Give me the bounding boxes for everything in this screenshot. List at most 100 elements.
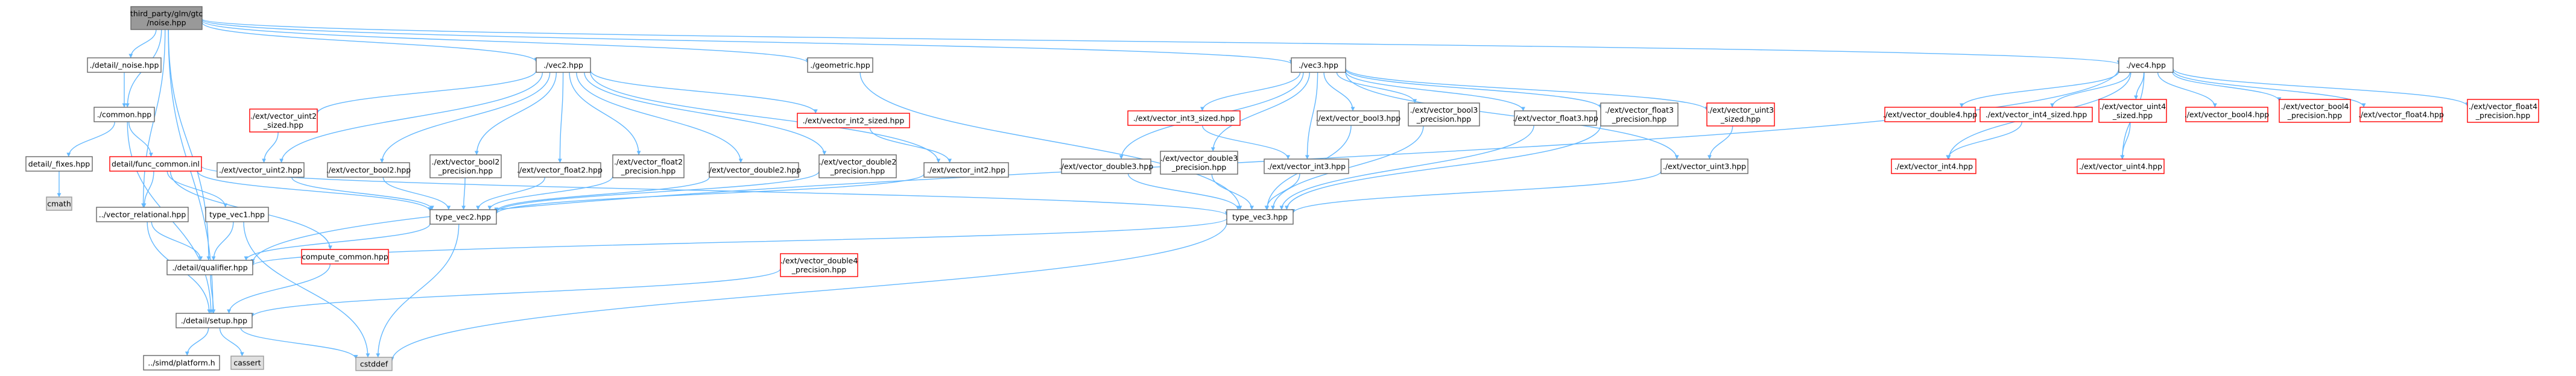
edge-type_vec1-to-qualifier bbox=[211, 221, 234, 261]
edge-line bbox=[142, 171, 154, 208]
node-uint3[interactable]: ./ext/vector_uint3.hpp bbox=[1660, 158, 1748, 174]
node-box bbox=[301, 249, 389, 265]
node-vec3[interactable]: ./vec3.hpp bbox=[1291, 57, 1346, 73]
edge-line bbox=[291, 177, 434, 210]
edge-qualifier-to-setup bbox=[210, 274, 216, 314]
node-type_vec2[interactable]: type_vec2.hpp bbox=[429, 209, 497, 225]
node-label: ../simd/platform.h bbox=[148, 359, 215, 368]
node-double2[interactable]: ./ext/vector_double2.hpp bbox=[707, 162, 801, 178]
node-box bbox=[2077, 158, 2165, 174]
node-uint4_sized[interactable]: ./ext/vector_uint4_sized.hpp bbox=[2098, 99, 2167, 123]
node-type_vec3[interactable]: type_vec3.hpp bbox=[1226, 209, 1294, 225]
node-type_vec1[interactable]: type_vec1.hpp bbox=[205, 207, 269, 222]
edge-line bbox=[1305, 72, 1318, 160]
edge-line bbox=[201, 19, 1294, 64]
edge-float3-to-type_vec3 bbox=[1279, 125, 1534, 210]
node-box bbox=[709, 162, 799, 178]
node-double3_precision[interactable]: ./ext/vector_double3_precision.hpp bbox=[1160, 151, 1238, 175]
edge-line bbox=[250, 218, 1227, 266]
edge-line bbox=[1201, 125, 1291, 160]
node-bool4_precision[interactable]: ./ext/vector_bool4_precision.hpp bbox=[2279, 99, 2351, 123]
node-double3[interactable]: ./ext/vector_double3.hpp bbox=[1059, 158, 1153, 174]
node-int3_sized[interactable]: ./ext/vector_int3_sized.hpp bbox=[1127, 110, 1241, 126]
edge-vec4-to-bool4_precision bbox=[2172, 72, 2282, 102]
node-detail_noise[interactable]: ./detail/_noise.hpp bbox=[87, 57, 162, 73]
node-label: /noise.hpp bbox=[147, 18, 186, 27]
node-label: ./detail/setup.hpp bbox=[181, 316, 247, 325]
node-box bbox=[1979, 107, 2093, 122]
node-setup[interactable]: ./detail/setup.hpp bbox=[176, 313, 253, 328]
node-label: type_vec3.hpp bbox=[1232, 213, 1288, 222]
node-label: ./ext/vector_float3.hpp bbox=[1513, 114, 1598, 123]
node-float3_precision[interactable]: ./ext/vector_float3_precision.hpp bbox=[1600, 102, 1679, 127]
node-double4[interactable]: ./ext/vector_double4.hpp bbox=[1883, 107, 1977, 122]
node-vector_relational[interactable]: ../vector_relational.hpp bbox=[96, 207, 189, 222]
node-bool2_precision[interactable]: ./ext/vector_bool2_precision.hpp bbox=[429, 154, 502, 178]
node-label: ./ext/vector_uint2.hpp bbox=[219, 166, 302, 175]
node-qualifier[interactable]: ./detail/qualifier.hpp bbox=[166, 260, 253, 275]
edge-vec2-to-float2_precision bbox=[569, 72, 641, 155]
node-noise[interactable]: third_party/glm/gtc/noise.hpp bbox=[130, 6, 203, 30]
node-box bbox=[612, 154, 685, 178]
node-int2[interactable]: ./ext/vector_int2.hpp bbox=[923, 162, 1009, 178]
node-label: third_party/glm/gtc bbox=[130, 9, 203, 18]
edge-line bbox=[1279, 125, 1534, 210]
node-uint2_sized[interactable]: ./ext/vector_uint2_sized.hpp bbox=[249, 108, 318, 133]
node-label: ./geometric.hpp bbox=[810, 61, 870, 70]
node-double4_precision[interactable]: ./ext/vector_double4_precision.hpp bbox=[780, 253, 858, 277]
node-float2[interactable]: ./ext/vector_float2.hpp bbox=[517, 162, 603, 178]
node-int3[interactable]: ./ext/vector_int3.hpp bbox=[1264, 158, 1349, 174]
node-box bbox=[93, 107, 155, 122]
node-vec2[interactable]: ./vec2.hpp bbox=[536, 57, 591, 73]
node-box bbox=[2098, 99, 2167, 123]
node-box bbox=[1317, 110, 1400, 126]
node-int2_sized[interactable]: ./ext/vector_int2_sized.hpp bbox=[797, 113, 910, 128]
node-uint3_sized[interactable]: ./ext/vector_uint3_sized.hpp bbox=[1706, 102, 1775, 127]
edge-noise-to-vec4 bbox=[201, 18, 2121, 65]
edge-line bbox=[869, 127, 952, 163]
node-common[interactable]: ./common.hpp bbox=[93, 107, 155, 122]
edge-noise-to-detail_noise bbox=[128, 29, 157, 58]
node-bool3_precision[interactable]: ./ext/vector_bool3_precision.hpp bbox=[1408, 102, 1480, 127]
node-int4[interactable]: ./ext/vector_int4.hpp bbox=[1891, 158, 1976, 174]
node-box bbox=[797, 113, 910, 128]
node-bool3[interactable]: ./ext/vector_bool3.hpp bbox=[1316, 110, 1401, 126]
edge-int2-to-type_vec2 bbox=[494, 173, 925, 215]
edge-vec4-to-float4 bbox=[2173, 70, 2366, 108]
edge-line bbox=[128, 121, 153, 157]
edge-line bbox=[590, 72, 941, 163]
node-label: _precision.hpp bbox=[1171, 163, 1226, 172]
edge-bool2-to-type_vec2 bbox=[382, 177, 451, 210]
node-detail_fixes[interactable]: detail/_fixes.hpp bbox=[25, 156, 93, 172]
edge-line bbox=[243, 221, 370, 358]
edge-line bbox=[1264, 173, 1300, 210]
node-label: _precision.hpp bbox=[2287, 111, 2342, 120]
node-label: ./ext/vector_bool4 bbox=[2281, 102, 2349, 111]
node-box bbox=[1160, 151, 1238, 175]
node-box bbox=[109, 156, 202, 172]
edge-uint2-to-type_vec2 bbox=[291, 177, 434, 210]
node-bool4[interactable]: ./ext/vector_bool4.hpp bbox=[2185, 107, 2270, 122]
node-func_common_inl[interactable]: detail/func_common.inl bbox=[109, 156, 202, 172]
node-float4_precision[interactable]: ./ext/vector_float4_precision.hpp bbox=[2467, 99, 2539, 123]
node-float4[interactable]: ./ext/vector_float4.hpp bbox=[2358, 107, 2444, 122]
node-double2_precision[interactable]: ./ext/vector_double2_precision.hpp bbox=[818, 154, 897, 178]
edge-type_vec3-to-qualifier bbox=[250, 218, 1227, 266]
node-box bbox=[518, 162, 601, 178]
node-float2_precision[interactable]: ./ext/vector_float2_precision.hpp bbox=[612, 154, 685, 178]
node-uint2[interactable]: ./ext/vector_uint2.hpp bbox=[217, 162, 305, 178]
node-label: _sized.hpp bbox=[2112, 111, 2153, 120]
node-bool2[interactable]: ./ext/vector_bool2.hpp bbox=[326, 162, 411, 178]
node-simd_platform[interactable]: ../simd/platform.h bbox=[143, 355, 220, 371]
node-uint4[interactable]: ./ext/vector_uint4.hpp bbox=[2077, 158, 2165, 174]
node-box bbox=[249, 108, 318, 133]
node-int4_sized[interactable]: ./ext/vector_int4_sized.hpp bbox=[1979, 107, 2093, 122]
node-box bbox=[166, 260, 253, 275]
node-float3[interactable]: ./ext/vector_float3.hpp bbox=[1513, 110, 1598, 126]
node-geometric[interactable]: ./geometric.hpp bbox=[807, 57, 873, 73]
node-box bbox=[2185, 107, 2268, 122]
node-vec4[interactable]: ./vec4.hpp bbox=[2118, 57, 2174, 73]
node-compute_common[interactable]: compute_common.hpp bbox=[301, 249, 389, 265]
edge-type_vec1-to-cstddef bbox=[243, 221, 370, 358]
edge-vec3-to-int3 bbox=[1305, 72, 1318, 160]
